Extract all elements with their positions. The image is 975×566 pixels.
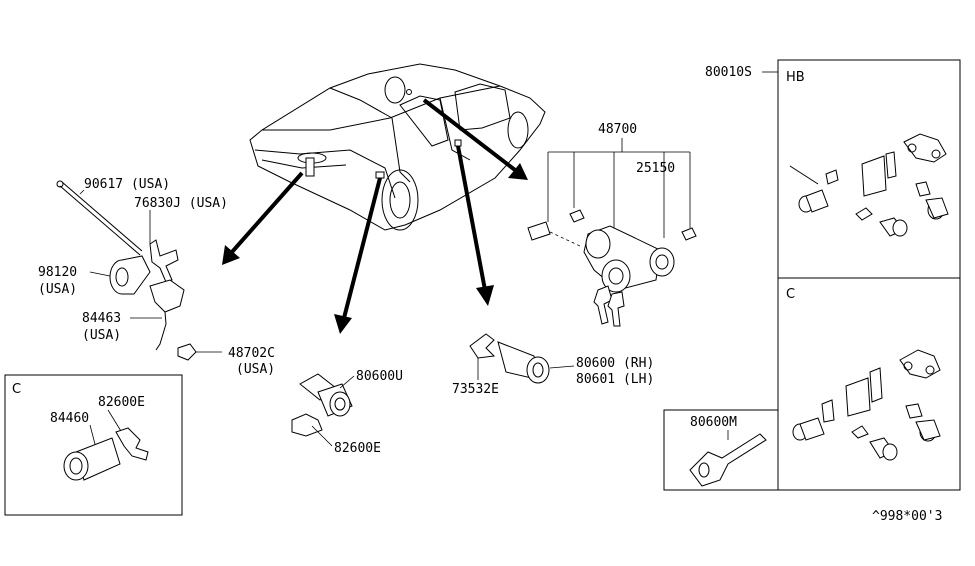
car-illustration (249, 63, 546, 231)
ignition-leaders (547, 138, 691, 238)
label-98120-sub: (USA) (38, 282, 77, 297)
label-90617: 90617 (USA) (84, 177, 170, 192)
label-80010s: 80010S (705, 65, 752, 80)
section-label-hb: HB (786, 70, 805, 85)
trunk-lock-parts (56, 180, 222, 361)
label-76830j: 76830J (USA) (134, 196, 228, 211)
ignition-lock-assembly (527, 209, 697, 327)
label-73532e: 73532E (452, 382, 499, 397)
label-80600m: 80600M (690, 415, 737, 430)
label-80601: 80601 (LH) (576, 372, 654, 387)
key-cylinder-84460 (63, 427, 149, 481)
section-label-c-right: C (786, 287, 795, 302)
key-cylinder-80600u (291, 373, 353, 437)
label-48702c: 48702C (228, 346, 275, 361)
door-key-cylinder (469, 333, 550, 384)
section-box-right (777, 59, 961, 491)
label-82600e-box: 82600E (98, 395, 145, 410)
key-blank (689, 433, 767, 487)
label-84460: 84460 (50, 411, 89, 426)
label-48700: 48700 (598, 122, 637, 137)
diagram-code: ^998*00'3 (872, 509, 942, 524)
label-25150: 25150 (636, 161, 675, 176)
label-84463-sub: (USA) (82, 328, 121, 343)
label-84463: 84463 (82, 311, 121, 326)
hb-lock-set (789, 133, 949, 237)
section-box-key (663, 409, 779, 491)
label-80600u: 80600U (356, 369, 403, 384)
c-lock-set (792, 349, 941, 461)
label-82600e-mid: 82600E (334, 441, 381, 456)
pointer-arrows (222, 98, 528, 334)
label-98120: 98120 (38, 265, 77, 280)
section-label-c-left: C (12, 382, 21, 397)
label-80600: 80600 (RH) (576, 356, 654, 371)
section-box-c-left (4, 374, 183, 516)
label-48702c-sub: (USA) (236, 362, 275, 377)
